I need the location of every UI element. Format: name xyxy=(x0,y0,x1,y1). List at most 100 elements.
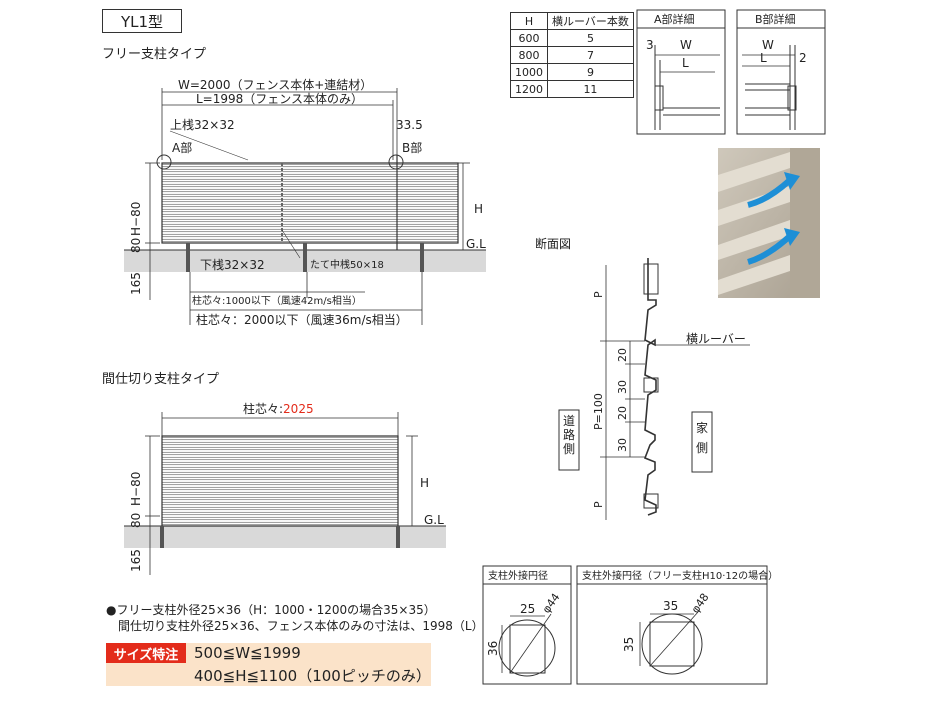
section-20a: 20 xyxy=(616,348,629,362)
louver-slat xyxy=(161,486,399,491)
partition-d80-label: 80 xyxy=(129,513,143,528)
section-p100: P=100 xyxy=(592,393,605,430)
louver-lines xyxy=(161,163,459,243)
bottom-rail-label: 下桟32×32 xyxy=(200,258,265,272)
louver-lines xyxy=(161,436,399,526)
louver-slat xyxy=(161,233,459,238)
louver-slat xyxy=(161,471,399,476)
louver-slat xyxy=(161,496,399,501)
circle1-h: 36 xyxy=(486,641,500,656)
detail-a-3: 3 xyxy=(646,38,654,52)
detail-a-w: W xyxy=(680,38,692,52)
detail-a-drawing xyxy=(636,9,726,135)
partition-gl-label: G.L xyxy=(424,513,444,527)
circle1-title: 支柱外接円径 xyxy=(488,569,548,582)
circle1-w: 25 xyxy=(520,602,535,616)
section-30a: 30 xyxy=(616,380,629,394)
partition-h80-label: H−80 xyxy=(129,472,143,506)
table-cell-h: 1000 xyxy=(510,63,548,81)
free-heading: フリー支柱タイプ xyxy=(102,47,206,62)
detail-b-l: L xyxy=(760,51,767,65)
louver-slat xyxy=(161,501,399,506)
free-post-elevation xyxy=(124,88,486,325)
type-title: YL1型 xyxy=(120,12,164,31)
louver-slat xyxy=(161,218,459,223)
partition-pitch: 柱芯々:2025 xyxy=(243,401,314,416)
louver-slat xyxy=(161,466,399,471)
louver-slat xyxy=(161,183,459,188)
table-cell-count: 5 xyxy=(547,29,634,47)
size-line-2: 400≦H≦1100（100ピッチのみ） xyxy=(194,667,431,685)
louver-slat xyxy=(161,228,459,233)
l-label: L=1998（フェンス本体のみ） xyxy=(196,92,363,106)
house-side-label: 家側 xyxy=(695,421,708,455)
louver-slat xyxy=(161,521,399,526)
louver-slat xyxy=(161,511,399,516)
circle-diameter-1 xyxy=(482,565,572,685)
louver-slat xyxy=(161,223,459,228)
louver-slat xyxy=(161,188,459,193)
partition-h-label: H xyxy=(420,476,429,490)
louver-slat xyxy=(161,173,459,178)
louver-slat xyxy=(161,481,399,486)
table-cell-count: 9 xyxy=(547,63,634,81)
h80-label: H−80 xyxy=(129,202,143,236)
detail-b-w: W xyxy=(762,38,774,52)
louver-slat xyxy=(161,208,459,213)
louver-slat xyxy=(161,178,459,183)
louver-label: 横ルーバー xyxy=(686,332,746,346)
louver-photo xyxy=(718,148,820,298)
d80-label: 80 xyxy=(129,238,143,253)
partition-d165-label: 165 xyxy=(129,549,143,572)
table-cell-count: 7 xyxy=(547,46,634,64)
pitch1-label: 柱芯々:1000以下（風速42m/s相当） xyxy=(192,294,362,307)
table-cell-h: 800 xyxy=(510,46,548,64)
size-badge: サイズ特注 xyxy=(106,643,186,663)
mid-rail-label: たて中桟50×18 xyxy=(310,258,384,271)
type-title-box: YL1型 xyxy=(102,9,182,33)
fence-frame xyxy=(161,162,459,244)
detail-a-title: A部詳細 xyxy=(654,12,695,26)
louver-slat xyxy=(161,163,459,168)
louver-slat xyxy=(161,446,399,451)
circle2-h: 35 xyxy=(622,637,636,652)
louver-slat xyxy=(161,213,459,218)
louver-slat xyxy=(161,441,399,446)
section-p-bottom: P xyxy=(592,501,605,508)
circle-diameter-2 xyxy=(576,565,768,685)
post-right xyxy=(420,243,424,272)
post-left xyxy=(186,243,190,272)
louver-slat xyxy=(161,198,459,203)
louver-slat xyxy=(161,456,399,461)
pitch2-label: 柱芯々：2000以下（風速36m/s相当） xyxy=(196,312,408,327)
partition-post-elevation xyxy=(124,412,446,575)
section-30b: 30 xyxy=(616,438,629,452)
louver-slat xyxy=(161,516,399,521)
louver-slat xyxy=(161,168,459,173)
detail-b-drawing xyxy=(736,9,826,135)
table-cell-h: 600 xyxy=(510,29,548,47)
circle2-title: 支柱外接円径（フリー支柱H10·12の場合） xyxy=(582,569,778,582)
partition-heading: 間仕切り支柱タイプ xyxy=(102,372,219,387)
dim-33-5: 33.5 xyxy=(396,118,423,132)
w-label: W=2000（フェンス本体+連結材） xyxy=(178,78,372,92)
b-part-label: B部 xyxy=(402,140,422,155)
table-header-row: H 横ルーバー本数 xyxy=(510,12,634,30)
d165-label: 165 xyxy=(129,272,143,295)
airflow-arrow-icon xyxy=(747,177,793,208)
louver-slat xyxy=(161,461,399,466)
table-cell-count: 11 xyxy=(547,80,634,98)
louver-slat xyxy=(161,238,459,243)
post-mid xyxy=(303,243,307,272)
top-rail-label: 上桟32×32 xyxy=(170,118,235,132)
gl-label: G.L xyxy=(466,237,486,251)
louver-slat xyxy=(161,203,459,208)
table-cell-h: 1200 xyxy=(510,80,548,98)
louver-slat xyxy=(161,476,399,481)
h-label: H xyxy=(474,202,483,216)
